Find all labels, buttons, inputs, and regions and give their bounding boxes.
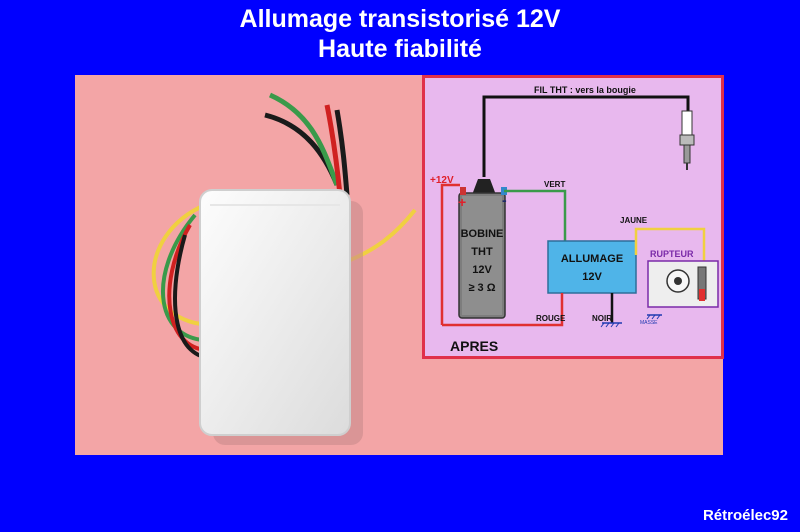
rouge-wire (442, 293, 564, 327)
jaune-wire (634, 227, 706, 271)
brand-label: Rétroélec92 (702, 507, 788, 524)
jaune-label: JAUNE (620, 216, 648, 225)
plus12v-wire (440, 183, 460, 325)
bobine-line-1: BOBINE (461, 228, 504, 240)
allumage-line-2: 12V (582, 271, 602, 283)
bobine-line-2: THT (471, 246, 493, 258)
tht-wire (482, 95, 690, 177)
rupteur-icon (647, 260, 719, 308)
title-line-2: Haute fiabilité (318, 35, 482, 63)
title-line-1: Allumage transistorisé 12V (239, 5, 561, 33)
vert-wire (504, 189, 567, 247)
vert-label: VERT (544, 180, 565, 189)
wiring-diagram: FIL THT : vers la bougie + - BOBINE THT … (422, 75, 724, 359)
plus-sign: + (458, 194, 466, 210)
fil-tht-label: FIL THT : vers la bougie (534, 85, 636, 95)
minus-sign: - (502, 192, 507, 208)
masse-label: MASSE (640, 320, 658, 326)
plus12v-label: +12V (430, 175, 454, 186)
ignition-module-photo-image (151, 92, 417, 445)
rupteur-label: RUPTEUR (650, 249, 694, 259)
ground-icon (646, 314, 662, 320)
allumage-line-1: ALLUMAGE (561, 253, 623, 265)
rouge-label: ROUGE (536, 314, 566, 323)
allumage-module (547, 240, 637, 294)
spark-plug-icon (679, 110, 695, 170)
ground-icon (600, 322, 622, 328)
apres-label: APRES (450, 338, 498, 354)
coil-icon (458, 179, 507, 319)
noir-label: NOIR (592, 314, 612, 323)
bobine-line-3: 12V (472, 264, 492, 276)
bobine-line-4: ≥ 3 Ω (468, 282, 495, 294)
